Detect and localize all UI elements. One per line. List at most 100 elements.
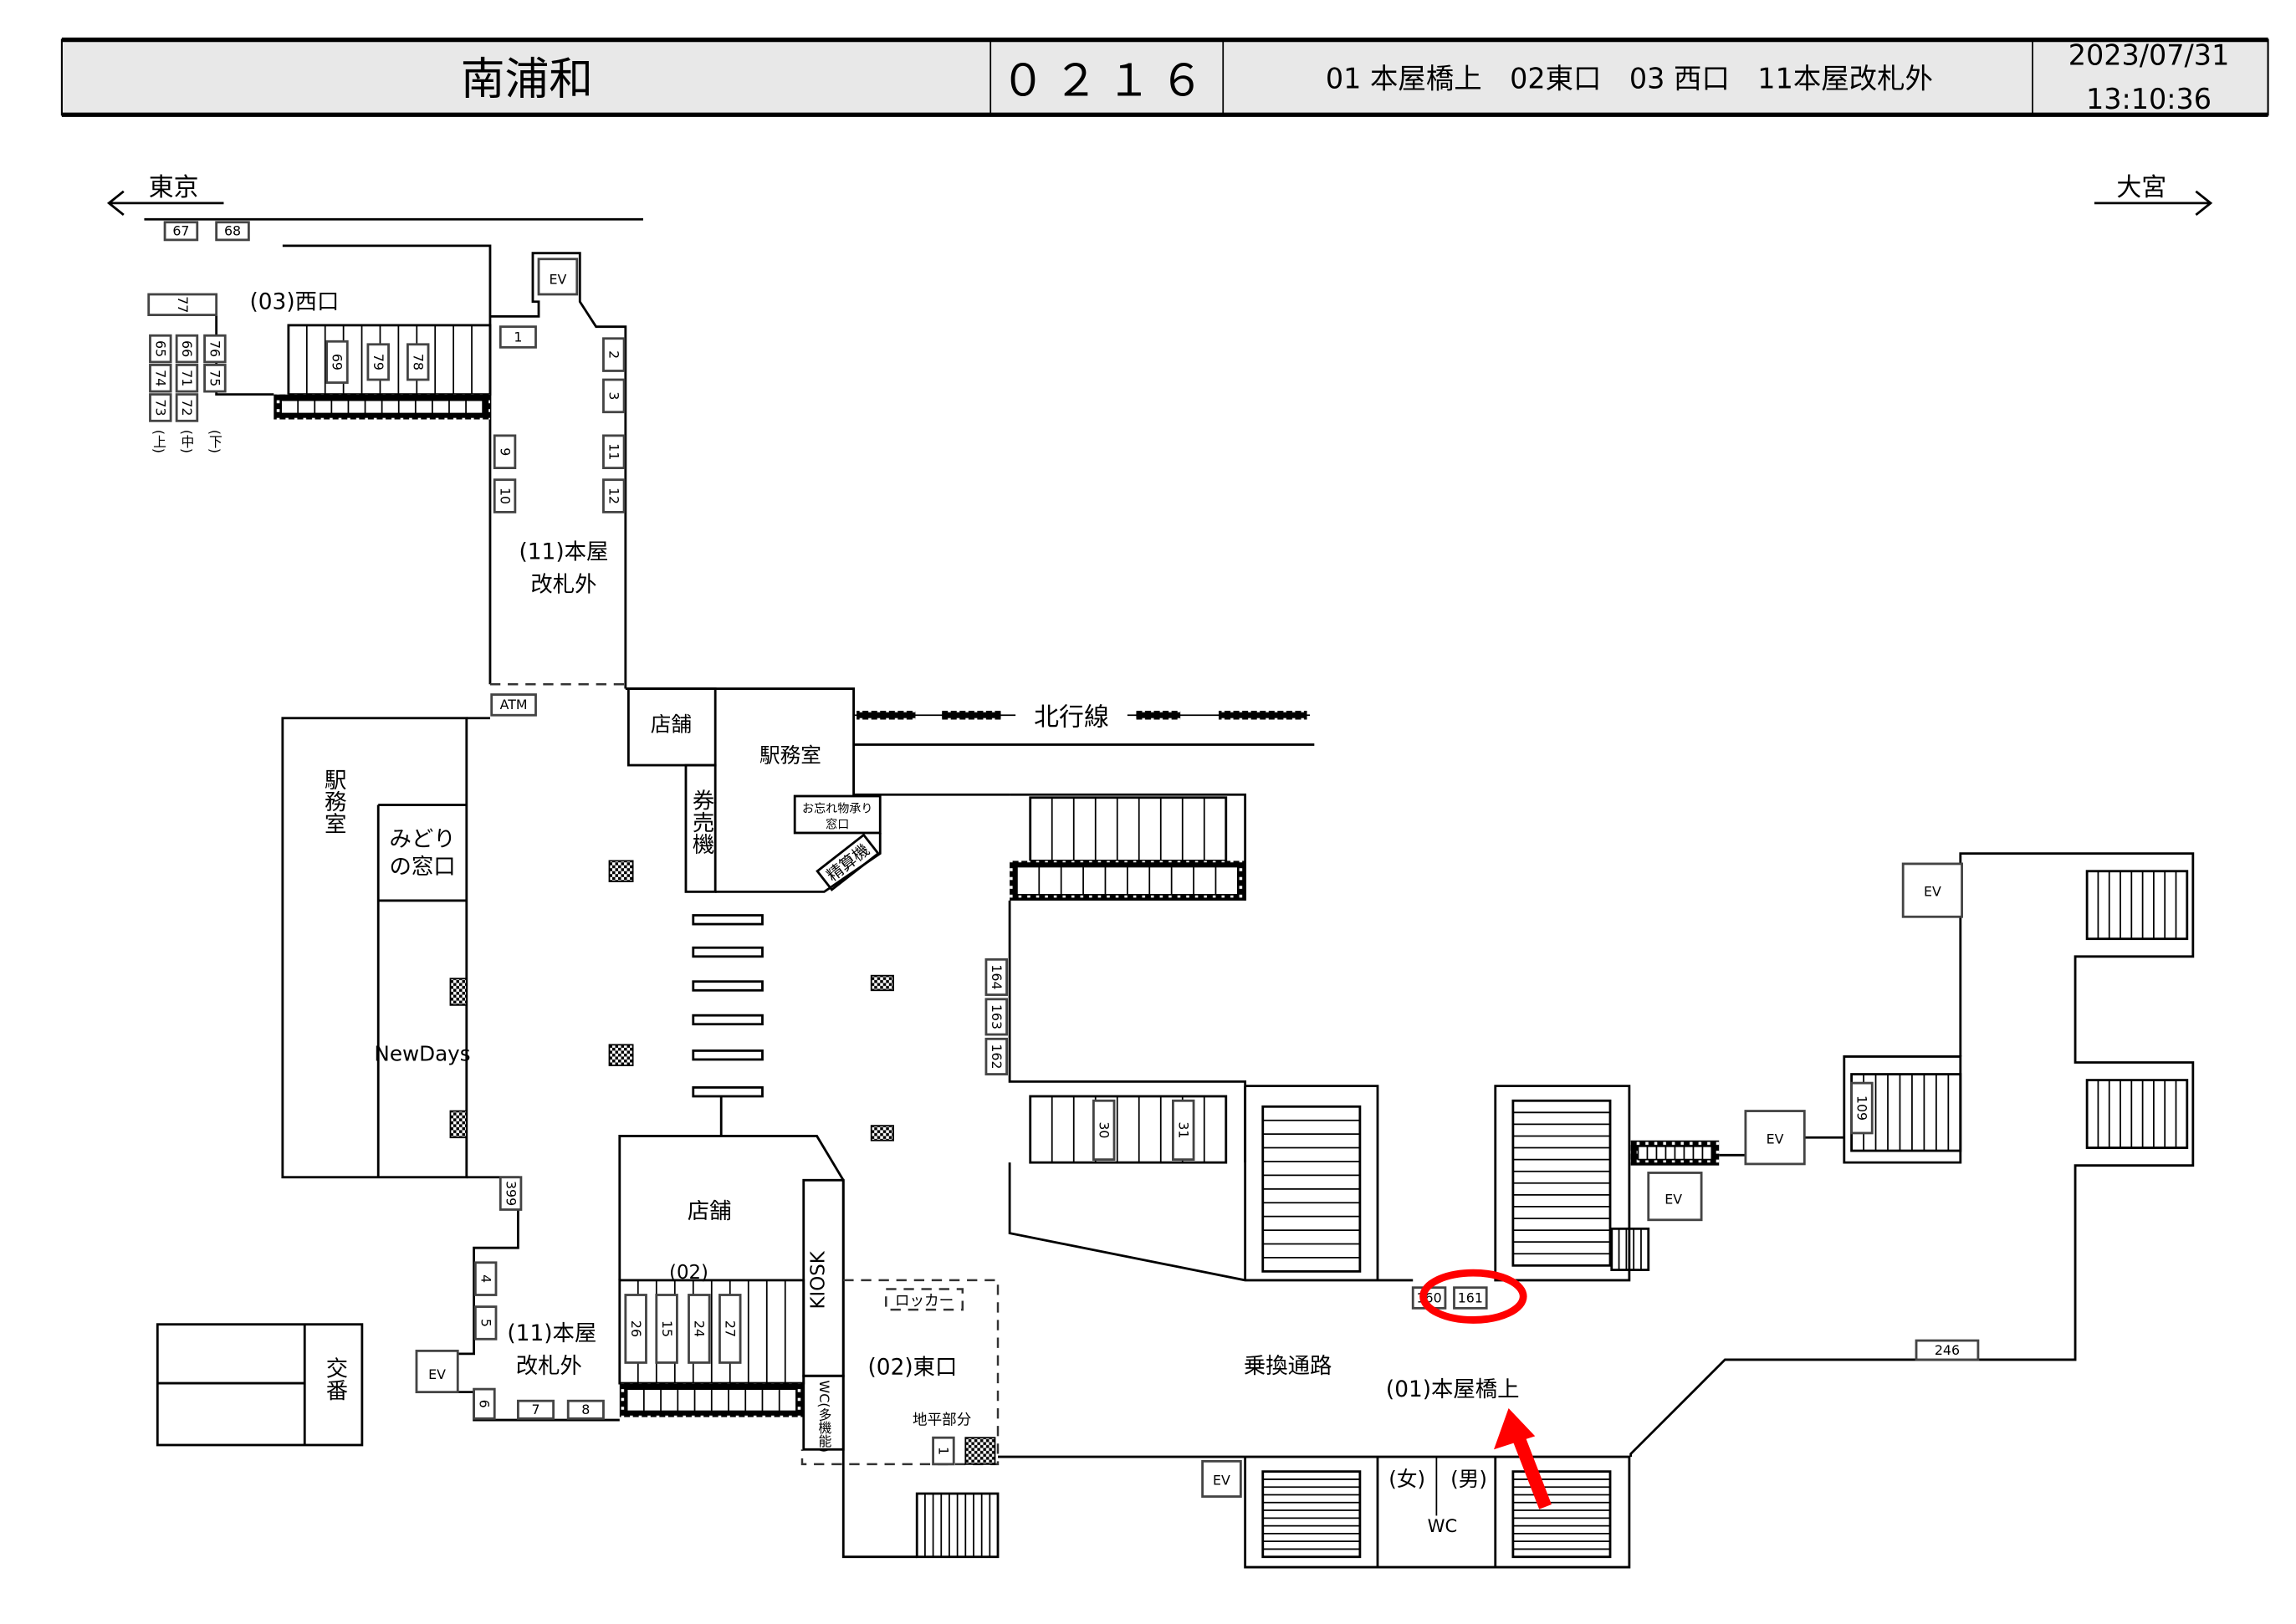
location-marker-b10: 10 [493,478,517,513]
ev-label: EV [1767,1131,1784,1147]
ev-label: EV [1924,884,1941,900]
marker-box [602,478,626,513]
stairs-outline [1261,1470,1362,1559]
marker-number: 161 [1458,1289,1483,1305]
location-marker-b399: 399 [499,1176,523,1211]
marker-number: 10 [497,488,513,504]
marker-number: 8 [581,1402,590,1417]
escalator-east [619,1383,804,1417]
location-marker-b66: 66 [175,334,199,364]
marker-number: 7 [531,1402,539,1417]
marker-box [407,343,430,381]
kiosk-label: KIOSK [807,1250,829,1309]
marker-box [473,1305,498,1341]
location-marker-b77: 77 [147,293,218,317]
stairs-outline [1029,1095,1228,1164]
stairs [1610,1227,1650,1272]
marker-number: 78 [410,354,426,370]
marker-number: 1 [514,329,522,345]
lost-found-label: 窓口 [826,818,849,832]
midori-window-label: の窓口 [389,855,455,880]
marker-box [215,221,250,242]
location-marker-b11: 11 [602,434,626,470]
newdays-label: NewDays [374,1042,470,1066]
marker-number: 24 [692,1320,708,1337]
marker-number: ATM [500,697,528,712]
honya-outside-label: (11)本屋 [507,1321,596,1346]
stairs-outline [1029,796,1228,862]
marker-box [1915,1339,1980,1361]
marker-box [984,958,1008,996]
police-box: 交番 [156,1323,364,1447]
location-marker-b31: 31 [1172,1099,1195,1162]
marker-number: 76 [207,340,223,357]
locker-label: ロッカー [895,1293,954,1310]
marker-number: 69 [330,354,345,370]
car-position-labels: (上) (中) (下) [151,430,223,453]
marker-box [499,1176,523,1211]
east-exit-area: 店舗 (02) KIOSK WC(多機能) ロッカー (02)東口 地平部分 (… [156,1135,1245,1559]
location-marker-b164: 164 [984,958,1008,996]
marker-number: 31 [1175,1121,1191,1138]
direction-label: 東京 [149,173,199,202]
marker-number: 12 [606,488,621,504]
stairs [1261,1470,1362,1559]
stairs [1511,1099,1612,1267]
pillars [449,860,894,1141]
elevator: EV [1201,1459,1242,1498]
marker-number: 163 [989,1004,1005,1029]
central-concourse: 駅務室 みどり の窓口 NewDays 店舗 駅務室 券売機 お忘れ物承り 窓口… [281,687,1315,1179]
ticket-machine-label: 券売機 [688,789,714,855]
car-down-label: (下) [207,430,222,453]
marker-number: 72 [179,399,195,416]
marker-box [499,325,537,349]
marker-number: 73 [153,399,169,416]
honya-outside-label: 改札外 [516,1354,582,1379]
honya-bridge-exit-label: (01)本屋橋上 [1386,1377,1520,1402]
wc-male-label: (男) [1450,1467,1487,1491]
marker-number: 5 [478,1319,493,1327]
exit-list: 01 本屋橋上 02東口 03 西口 11本屋改札外 [1326,63,1933,95]
direction-label: 大宮 [2116,173,2166,202]
west-exit-label: (03)西口 [249,290,339,315]
marker-box [149,393,172,422]
marker-number: 66 [179,340,195,357]
marker-box [688,1294,711,1364]
station-office-label: 駅務室 [759,743,821,768]
marker-box [175,364,199,393]
ev-label: EV [1213,1472,1230,1488]
location-marker-b163: 163 [984,998,1008,1036]
marker-number: 9 [497,447,513,456]
location-marker-b76: 76 [203,334,227,364]
station-code: ０２１６ [1001,55,1213,106]
marker-box [490,693,537,717]
tactile-crosswalk [692,914,764,1136]
elevator: EV [537,258,579,296]
location-marker-b75: 75 [203,364,227,393]
marker-box [473,1261,498,1296]
location-marker-b162: 162 [984,1037,1008,1075]
marker-box [602,378,626,414]
marker-number: 75 [207,370,223,386]
marker-number: 27 [722,1320,738,1337]
marker-number: 71 [179,370,195,386]
location-marker-b69: 69 [325,340,349,384]
location-marker-b24: 24 [688,1294,711,1364]
location-marker-atm: ATM [490,693,537,717]
stairs-outline [2085,870,2189,941]
stairs-outline [2085,1079,2189,1149]
northbound-line-label: 北行線 [1034,703,1109,733]
honya-outside-label: (11)本屋 [519,540,608,565]
location-marker-b6: 6 [473,1387,496,1420]
stairs [2085,1079,2189,1149]
marker-box [1453,1286,1488,1310]
stairs-outline [1610,1227,1650,1272]
marker-box [984,1037,1008,1075]
location-marker-b74: 74 [149,364,172,393]
marker-box [149,334,172,364]
escalator [1010,861,1245,901]
marker-box [1092,1099,1116,1162]
shop-label: 店舗 [688,1199,732,1224]
marker-box [1850,1081,1874,1135]
direction-omiya: 大宮 [2094,173,2213,217]
